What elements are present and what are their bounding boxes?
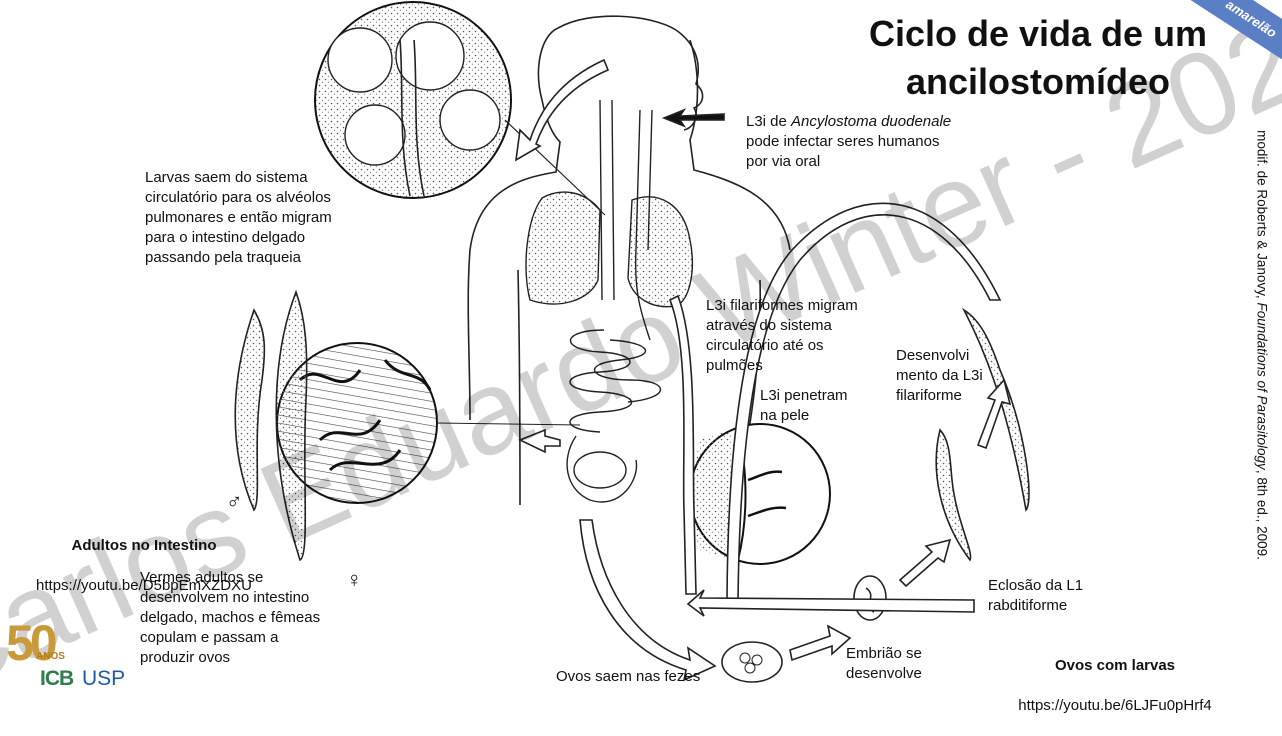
- intestines: [567, 330, 660, 502]
- label-migration: L3i filariformes migram através do siste…: [706, 296, 858, 376]
- label-lungs: Larvas saem do sistema circulatório para…: [145, 168, 332, 268]
- skin-penetration-circle: [690, 424, 830, 564]
- lungs: [526, 192, 692, 307]
- eggs-video: Ovos com larvas https://youtu.be/6LJFu0p…: [980, 636, 1250, 736]
- credit-book: Foundations of Parasitology: [1255, 302, 1270, 469]
- adults-video: Adultos no Intestino https://youtu.be/D5…: [8, 516, 280, 616]
- oral-prefix: L3i de: [746, 113, 791, 130]
- diagram-title: Ciclo de vida de um ancilostomídeo: [868, 10, 1208, 106]
- label-skin: L3i penetram na pele: [760, 386, 848, 426]
- eggs-video-link[interactable]: https://youtu.be/6LJFu0pHrf4: [980, 696, 1250, 716]
- adults-video-title: Adultos no Intestino: [8, 536, 280, 556]
- label-oral-infection: L3i de Ancylostoma duodenale pode infect…: [746, 112, 951, 172]
- logo-usp: USP: [82, 667, 125, 691]
- oral-species: Ancylostoma duodenale: [791, 113, 951, 130]
- lung-alveoli-circle: [315, 2, 511, 198]
- label-hatching: Eclosão da L1 rabditiforme: [988, 576, 1083, 616]
- logo-anos: ANOS: [36, 651, 65, 662]
- adults-video-link[interactable]: https://youtu.be/D5bpEmXZDXU: [8, 576, 280, 596]
- eggs-video-title: Ovos com larvas: [980, 656, 1250, 676]
- oral-rest: pode infectar seres humanos por via oral: [746, 133, 939, 170]
- logo-icb: ICB: [40, 667, 73, 691]
- credit-suffix: , 8th ed., 2009.: [1255, 470, 1270, 560]
- credit-prefix: modif. de Roberts & Janovy,: [1255, 130, 1270, 302]
- male-symbol: ♂: [226, 492, 243, 512]
- label-embryo: Embrião se desenvolve: [846, 644, 922, 684]
- female-symbol: ♀: [346, 570, 363, 590]
- logo-50: 50: [6, 614, 54, 672]
- source-credit: modif. de Roberts & Janovy, Foundations …: [1255, 130, 1270, 560]
- label-feces: Ovos saem nas fezes: [556, 667, 700, 687]
- label-development: Desenvolvi mento da L3i filariforme: [896, 346, 983, 406]
